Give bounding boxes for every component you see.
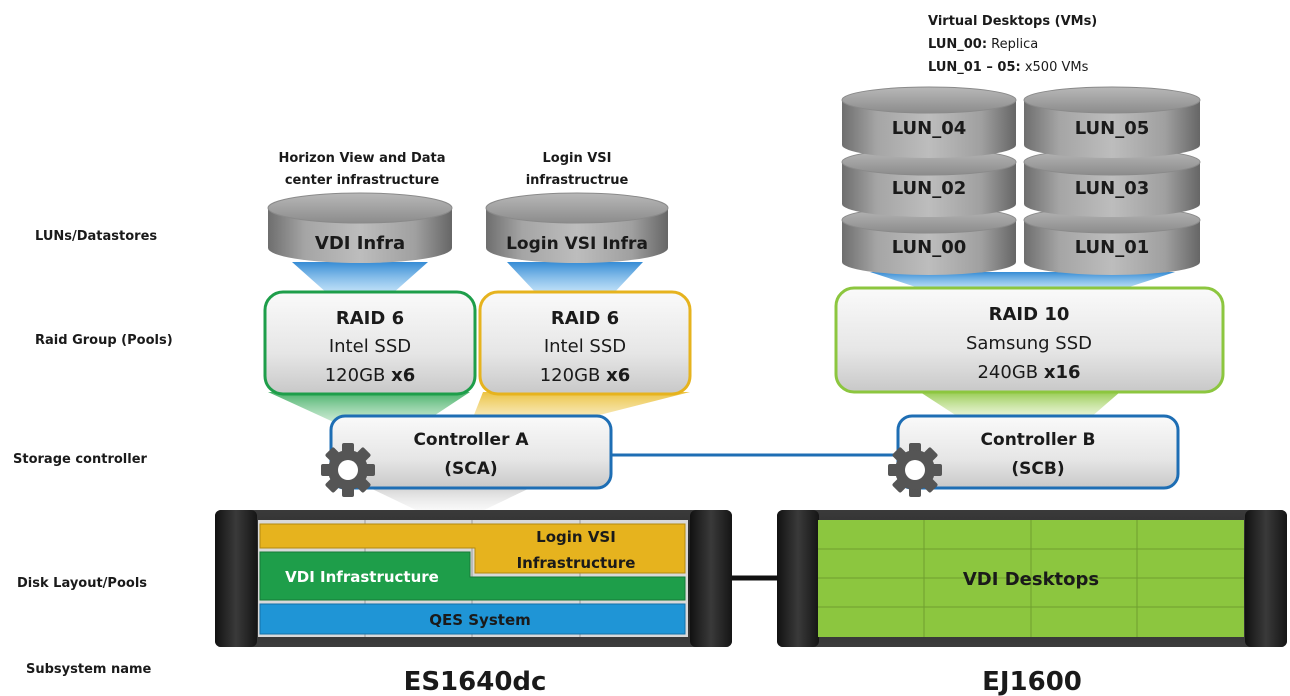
lun-03: LUN_03	[1023, 148, 1201, 217]
controller-b-line2: (SCB)	[1011, 459, 1064, 479]
gear-icon	[888, 443, 942, 497]
caption-vd-lun00-val: Replica	[987, 37, 1038, 52]
raid-group-3-size: 240GB	[977, 362, 1043, 383]
raid-group-2-disk: Intel SSD	[544, 336, 626, 357]
raid-group-3-disk: Samsung SSD	[966, 333, 1092, 354]
lun-04: LUN_04	[841, 86, 1017, 158]
lun-00-label: LUN_00	[892, 237, 967, 258]
funnel-vdi-infra	[292, 262, 428, 294]
caption-vd-lun01-val: x500 VMs	[1021, 60, 1089, 75]
raid-group-1-count: x6	[391, 365, 415, 386]
datastore-login-vsi-infra-label: Login VSI Infra	[506, 234, 648, 254]
raid-group-1-disk: Intel SSD	[329, 336, 411, 357]
raid-group-1-capacity: 120GB x6	[325, 365, 416, 386]
raid-group-3-count: x16	[1044, 362, 1081, 383]
pool-vdi-infra-label: VDI Infrastructure	[285, 568, 439, 586]
raid-group-2-count: x6	[606, 365, 630, 386]
datastore-vdi-infra-label: VDI Infra	[315, 233, 405, 254]
controller-a: Controller A (SCA)	[329, 414, 613, 490]
datastore-login-vsi-infra: Login VSI Infra	[485, 192, 669, 263]
lun-04-label: LUN_04	[892, 118, 967, 139]
raid-group-2-size: 120GB	[540, 365, 606, 386]
raid-group-1-size: 120GB	[325, 365, 391, 386]
caption-loginvsi-2: infrastructrue	[526, 173, 629, 188]
enclosure-ej1600	[777, 510, 1287, 647]
row-label-luns: LUNs/Datastores	[35, 229, 158, 244]
controller-b-line1: Controller B	[981, 430, 1096, 450]
lun-01: LUN_01	[1023, 206, 1201, 275]
pool-qes-shape	[259, 603, 686, 635]
lun-00: LUN_00	[841, 206, 1017, 275]
controller-b: Controller B (SCB)	[896, 414, 1180, 490]
raid-group-3-level: RAID 10	[989, 304, 1070, 325]
row-label-subsystem: Subsystem name	[26, 662, 152, 677]
lun-03-label: LUN_03	[1075, 178, 1150, 199]
pool-login-vsi-shape	[259, 523, 686, 574]
row-label-controller: Storage controller	[13, 452, 147, 467]
pool-login-vsi-line2: Infrastructure	[517, 554, 636, 572]
funnel-raid-g3	[920, 392, 1120, 418]
lun-01-label: LUN_01	[1075, 237, 1150, 258]
raid-group-2: RAID 6 Intel SSD 120GB x6	[478, 290, 692, 396]
lun-02-label: LUN_02	[892, 178, 967, 199]
funnel-lun-stack	[870, 272, 1175, 290]
controller-a-line1: Controller A	[413, 430, 529, 450]
caption-vd-lun01-key: LUN_01 – 05:	[928, 60, 1021, 75]
raid-group-3: RAID 10 Samsung SSD 240GB x16	[834, 286, 1225, 394]
raid-group-2-capacity: 120GB x6	[540, 365, 631, 386]
caption-horizon-2: center infrastructure	[285, 173, 440, 188]
caption-loginvsi-1: Login VSI	[542, 151, 611, 166]
funnel-login-vsi	[507, 262, 643, 294]
subsystem-name-right: EJ1600	[982, 667, 1082, 696]
raid-group-1-level: RAID 6	[336, 308, 404, 329]
lun-05: LUN_05	[1023, 86, 1201, 158]
caption-vd-lun00-key: LUN_00:	[928, 37, 987, 52]
lun-05-label: LUN_05	[1075, 118, 1150, 139]
raid-group-3-capacity: 240GB x16	[977, 362, 1080, 383]
controller-a-line2: (SCA)	[444, 459, 497, 479]
caption-vd-lun00: LUN_00: Replica	[928, 37, 1038, 52]
gear-icon	[321, 443, 375, 497]
row-label-disk: Disk Layout/Pools	[17, 576, 148, 591]
row-label-raid: Raid Group (Pools)	[35, 333, 173, 348]
caption-horizon-1: Horizon View and Data	[278, 151, 445, 166]
funnel-controller-a	[370, 488, 530, 512]
caption-vd-title: Virtual Desktops (VMs)	[928, 14, 1097, 29]
subsystem-name-left: ES1640dc	[404, 667, 547, 696]
lun-02: LUN_02	[841, 148, 1017, 217]
datastore-vdi-infra: VDI Infra	[267, 192, 453, 263]
raid-group-2-level: RAID 6	[551, 308, 619, 329]
pool-vdi-infra-shape	[259, 551, 686, 601]
pool-qes-label: QES System	[429, 611, 531, 629]
caption-vd-lun01: LUN_01 – 05: x500 VMs	[928, 60, 1089, 75]
pool-login-vsi-line1: Login VSI	[536, 528, 616, 546]
pool-vdi-desktops-label: VDI Desktops	[963, 569, 1099, 590]
raid-group-1: RAID 6 Intel SSD 120GB x6	[263, 290, 477, 396]
